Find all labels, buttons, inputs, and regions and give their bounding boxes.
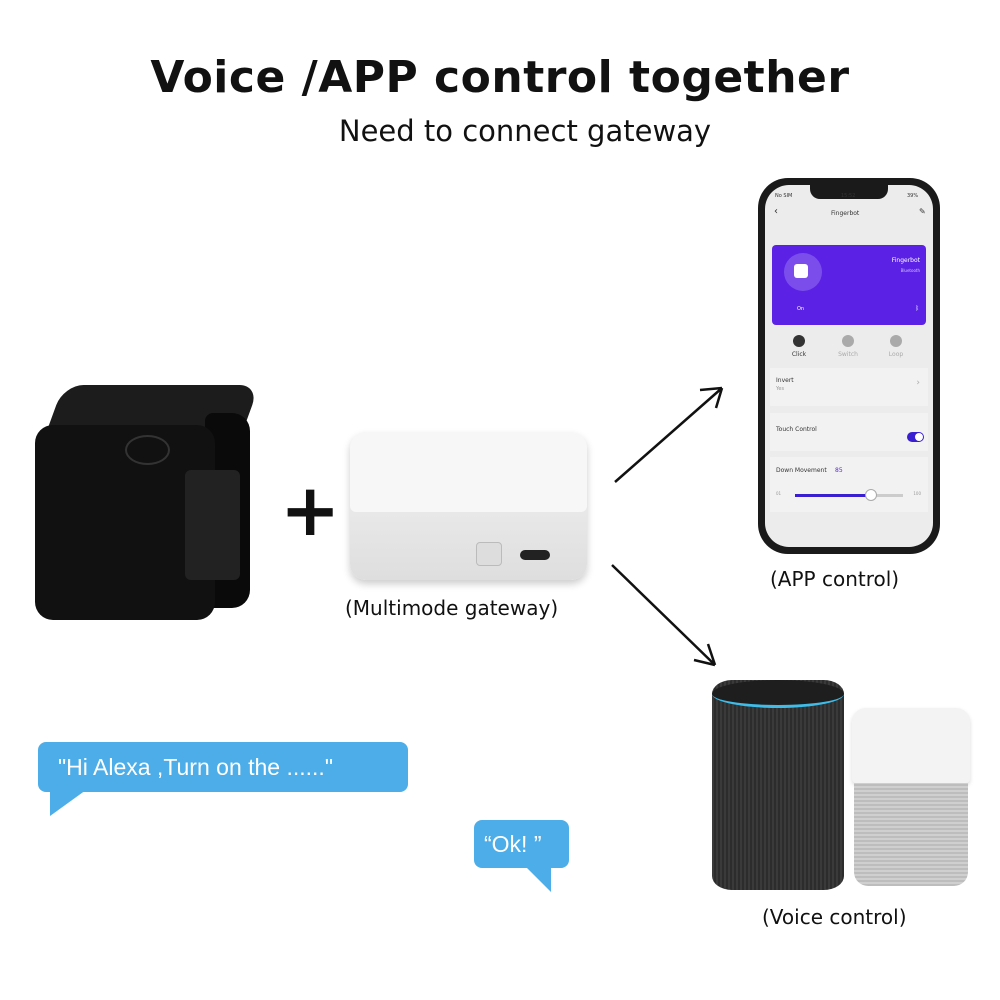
invert-row[interactable]: Invert Yes › bbox=[770, 368, 928, 406]
power-icon bbox=[125, 435, 170, 465]
down-movement-slider[interactable] bbox=[795, 489, 903, 501]
touch-control-toggle[interactable] bbox=[907, 432, 924, 442]
gateway-label: (Multimode gateway) bbox=[345, 596, 559, 620]
touch-control-row: Touch Control bbox=[770, 413, 928, 451]
google-home-speaker bbox=[852, 708, 970, 886]
smartphone: No SIM 15:52 39% ‹ Fingerbot ✎ Fingerbot… bbox=[758, 178, 940, 554]
device-card[interactable]: Fingerbot Bluetooth On ᛒ bbox=[772, 245, 926, 325]
edit-icon[interactable]: ✎ bbox=[919, 207, 926, 216]
card-connection: Bluetooth bbox=[900, 268, 920, 273]
mode-loop[interactable]: Loop bbox=[876, 335, 916, 358]
card-name: Fingerbot bbox=[891, 257, 920, 264]
battery: 39% bbox=[907, 193, 919, 199]
down-movement-row: Down Movement 85 01 100 bbox=[770, 457, 928, 512]
plus-sign: + bbox=[280, 468, 341, 552]
clock: 15:52 bbox=[841, 193, 856, 199]
back-icon[interactable]: ‹ bbox=[774, 206, 778, 217]
carrier: No SIM bbox=[775, 193, 793, 199]
screen-title: Fingerbot bbox=[831, 210, 860, 217]
gateway-device bbox=[350, 432, 587, 580]
headline: Voice /APP control together bbox=[150, 52, 850, 103]
voice-control-label: (Voice control) bbox=[762, 905, 907, 929]
subheadline: Need to connect gateway bbox=[338, 114, 712, 148]
app-control-label: (APP control) bbox=[770, 567, 900, 591]
ok-speech-bubble: “Ok! ” bbox=[474, 820, 569, 868]
mode-click[interactable]: Click bbox=[779, 335, 819, 358]
app-screen: No SIM 15:52 39% ‹ Fingerbot ✎ Fingerbot… bbox=[765, 185, 933, 547]
card-state: On bbox=[797, 306, 805, 312]
fingerbot-icon bbox=[794, 264, 808, 278]
mode-switch[interactable]: Switch bbox=[828, 335, 868, 358]
arrow-to-app bbox=[614, 386, 724, 483]
bluetooth-icon: ᛒ bbox=[915, 305, 919, 312]
fingerbot-device bbox=[35, 385, 260, 623]
amazon-echo-speaker bbox=[712, 680, 844, 890]
alexa-speech-bubble: "Hi Alexa ,Turn on the ......" bbox=[38, 742, 408, 792]
arrow-to-voice bbox=[611, 564, 717, 667]
